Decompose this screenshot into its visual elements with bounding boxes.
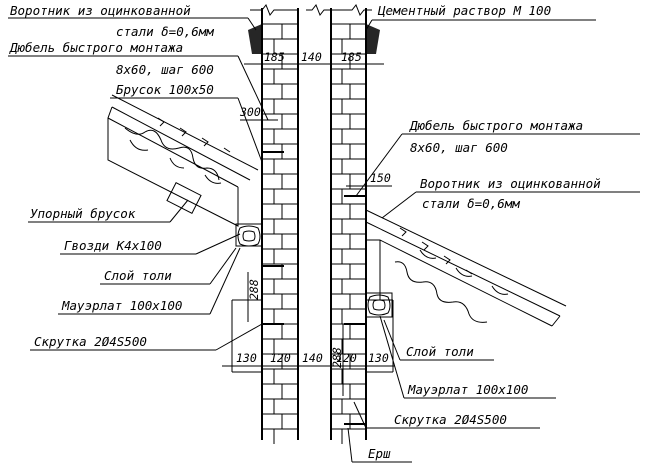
label-sloy-toli-right: Слой толи [406, 344, 474, 359]
dim-185-right: 185 [341, 50, 362, 64]
dim-185-left: 185 [264, 50, 285, 64]
label-skrutka-right: Скрутка 2Ø4S500 [394, 412, 507, 427]
leader-lines [8, 17, 640, 463]
left-upor-brusok [166, 182, 202, 214]
chimney-left-wall [261, 8, 299, 444]
label-mauerlat-left: Мауэрлат 100х100 [61, 298, 182, 313]
mauerlat-right [365, 292, 393, 318]
label-cement-mortar: Цементный раствор М 100 [377, 3, 551, 18]
dim-300: 300 [239, 105, 261, 119]
text-labels: Воротник из оцинкованной стали δ=0,6мм Ц… [9, 3, 601, 461]
label-gvozdi: Гвозди К4х100 [64, 238, 162, 253]
label-vorotnik-right-line2: стали δ=0,6мм [422, 196, 520, 211]
dim-288-left: 288 [247, 279, 261, 300]
break-marks [250, 4, 372, 16]
label-brusok: Брусок 100х50 [116, 82, 214, 97]
cement-cap-right [366, 24, 380, 54]
label-sloy-toli-left: Слой толи [104, 268, 172, 283]
dimension-texts: 185 140 185 300 150 288 288 130 120 140 … [236, 50, 391, 368]
dim-150: 150 [370, 171, 391, 185]
dim-140-top: 140 [301, 50, 322, 64]
dim-120-left: 120 [270, 351, 291, 365]
right-roof-slope [365, 209, 567, 327]
dim-140-bottom: 140 [302, 351, 323, 365]
label-dubel-right-line1: Дюбель быстрого монтажа [409, 118, 583, 133]
label-ersh: Ерш [368, 446, 391, 461]
cement-cap-left [248, 24, 262, 54]
dim-120-right: 120 [336, 351, 357, 365]
anchors [262, 151, 366, 425]
label-dubel-left-line1: Дюбель быстрого монтажа [9, 40, 183, 55]
label-upor-brusok: Упорный брусок [30, 206, 136, 221]
chimney-right-wall [330, 8, 367, 444]
dim-288-right: 288 [330, 347, 344, 368]
dimension-lines [222, 56, 395, 396]
dim-130-right: 130 [368, 351, 389, 365]
label-vorotnik-top-line1: Воротник из оцинкованной [10, 3, 191, 18]
label-dubel-left-line2: 8х60, шаг 600 [116, 62, 214, 77]
mauerlat-left [235, 223, 263, 247]
label-vorotnik-right-line1: Воротник из оцинкованной [420, 176, 601, 191]
dim-130-left: 130 [236, 351, 257, 365]
label-skrutka-left: Скрутка 2Ø4S500 [34, 334, 147, 349]
left-roof-slope [107, 94, 259, 227]
label-dubel-right-line2: 8х60, шаг 600 [410, 140, 508, 155]
label-mauerlat-right: Мауэрлат 100х100 [407, 382, 528, 397]
label-vorotnik-top-line2: стали δ=0,6мм [116, 24, 214, 39]
